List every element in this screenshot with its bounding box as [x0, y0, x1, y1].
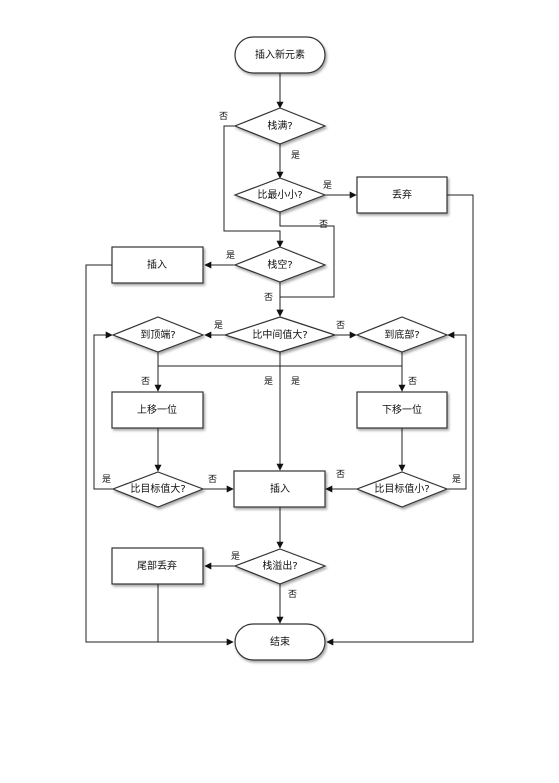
bigger-than-target-decision: [111, 471, 205, 508]
move-up-label: 上移一位: [137, 403, 177, 416]
edge-to-bottom-no-to-move-down: [280, 352, 402, 391]
label-to-bottom-no: 否: [408, 376, 417, 387]
nodes: 插入新元素 栈满? 比最小小? 丢弃 栈空? 插入 比中间值大? 到顶端? 到底…: [111, 36, 449, 661]
insert-center-process: [233, 470, 326, 508]
to-top-decision: [111, 316, 205, 353]
move-up-process: [111, 391, 204, 429]
smaller-than-min-decision: [233, 177, 327, 213]
label-center-yes-left: 是: [264, 376, 273, 387]
label-to-top-no: 否: [141, 376, 150, 387]
label-stack-full-no: 否: [219, 111, 228, 122]
edge-stack-full-no-to-stack-empty: [223, 125, 284, 248]
drop-tail-label: 尾部丢弃: [137, 559, 177, 572]
smaller-than-target-decision: [355, 471, 449, 508]
edges: [85, 73, 474, 646]
stack-overflow-label: 栈溢出?: [262, 559, 297, 572]
smaller-than-target-label: 比目标值小?: [374, 482, 429, 495]
discard-label: 丢弃: [392, 188, 412, 201]
start-terminator: [234, 36, 326, 74]
stack-empty-label: 栈空?: [267, 258, 292, 271]
label-bigger-target-yes: 是: [102, 474, 111, 485]
edge-to-top-no-to-move-up: [158, 352, 280, 391]
label-stack-empty-yes: 是: [226, 250, 235, 261]
label-bigger-target-no: 否: [208, 474, 217, 485]
edge-discard-to-end: [326, 194, 474, 646]
edge-insert-left-to-end: [85, 264, 234, 646]
label-smaller-no: 否: [319, 219, 328, 230]
drop-tail-process: [111, 547, 204, 585]
to-top-label: 到顶端?: [140, 328, 175, 341]
bigger-than-target-label: 比目标值大?: [130, 482, 185, 495]
label-stack-empty-no: 否: [264, 292, 273, 303]
stack-full-label: 栈满?: [267, 119, 292, 132]
stack-full-decision: [233, 107, 327, 145]
label-smaller-target-yes: 是: [452, 474, 461, 485]
insert-center-label: 插入: [270, 482, 290, 495]
move-down-process: [356, 391, 448, 429]
label-stack-full-yes: 是: [291, 150, 300, 161]
edge-smaller-target-yes-loop-to-bottom: [447, 331, 467, 490]
label-overflow-yes: 是: [231, 551, 240, 562]
label-smaller-yes: 是: [323, 180, 332, 191]
label-bigger-mid-yes: 是: [214, 320, 223, 331]
label-bigger-mid-no: 否: [336, 320, 345, 331]
end-label: 结束: [270, 635, 290, 648]
discard-process: [356, 176, 448, 214]
label-overflow-no: 否: [288, 589, 297, 600]
label-smaller-target-no: 否: [336, 469, 345, 480]
edge-bigger-target-yes-loop-to-top: [93, 331, 113, 490]
to-bottom-decision: [355, 316, 449, 353]
bigger-than-mid-decision: [223, 316, 337, 353]
label-center-yes-right: 是: [291, 376, 300, 387]
end-terminator: [234, 623, 326, 661]
to-bottom-label: 到底部?: [384, 328, 419, 341]
insert-left-label: 插入: [147, 258, 167, 271]
move-down-label: 下移一位: [382, 403, 422, 416]
stack-empty-decision: [233, 246, 327, 283]
smaller-than-min-label: 比最小小?: [257, 189, 302, 201]
start-label: 插入新元素: [255, 48, 305, 61]
insert-left-process: [111, 246, 204, 284]
bigger-than-mid-label: 比中间值大?: [252, 328, 307, 341]
edge-labels: 否 是 是 否 是 否 是 否 否 是 是 否 是 否 否 是 是 否: [102, 111, 461, 600]
stack-overflow-decision: [233, 548, 327, 585]
